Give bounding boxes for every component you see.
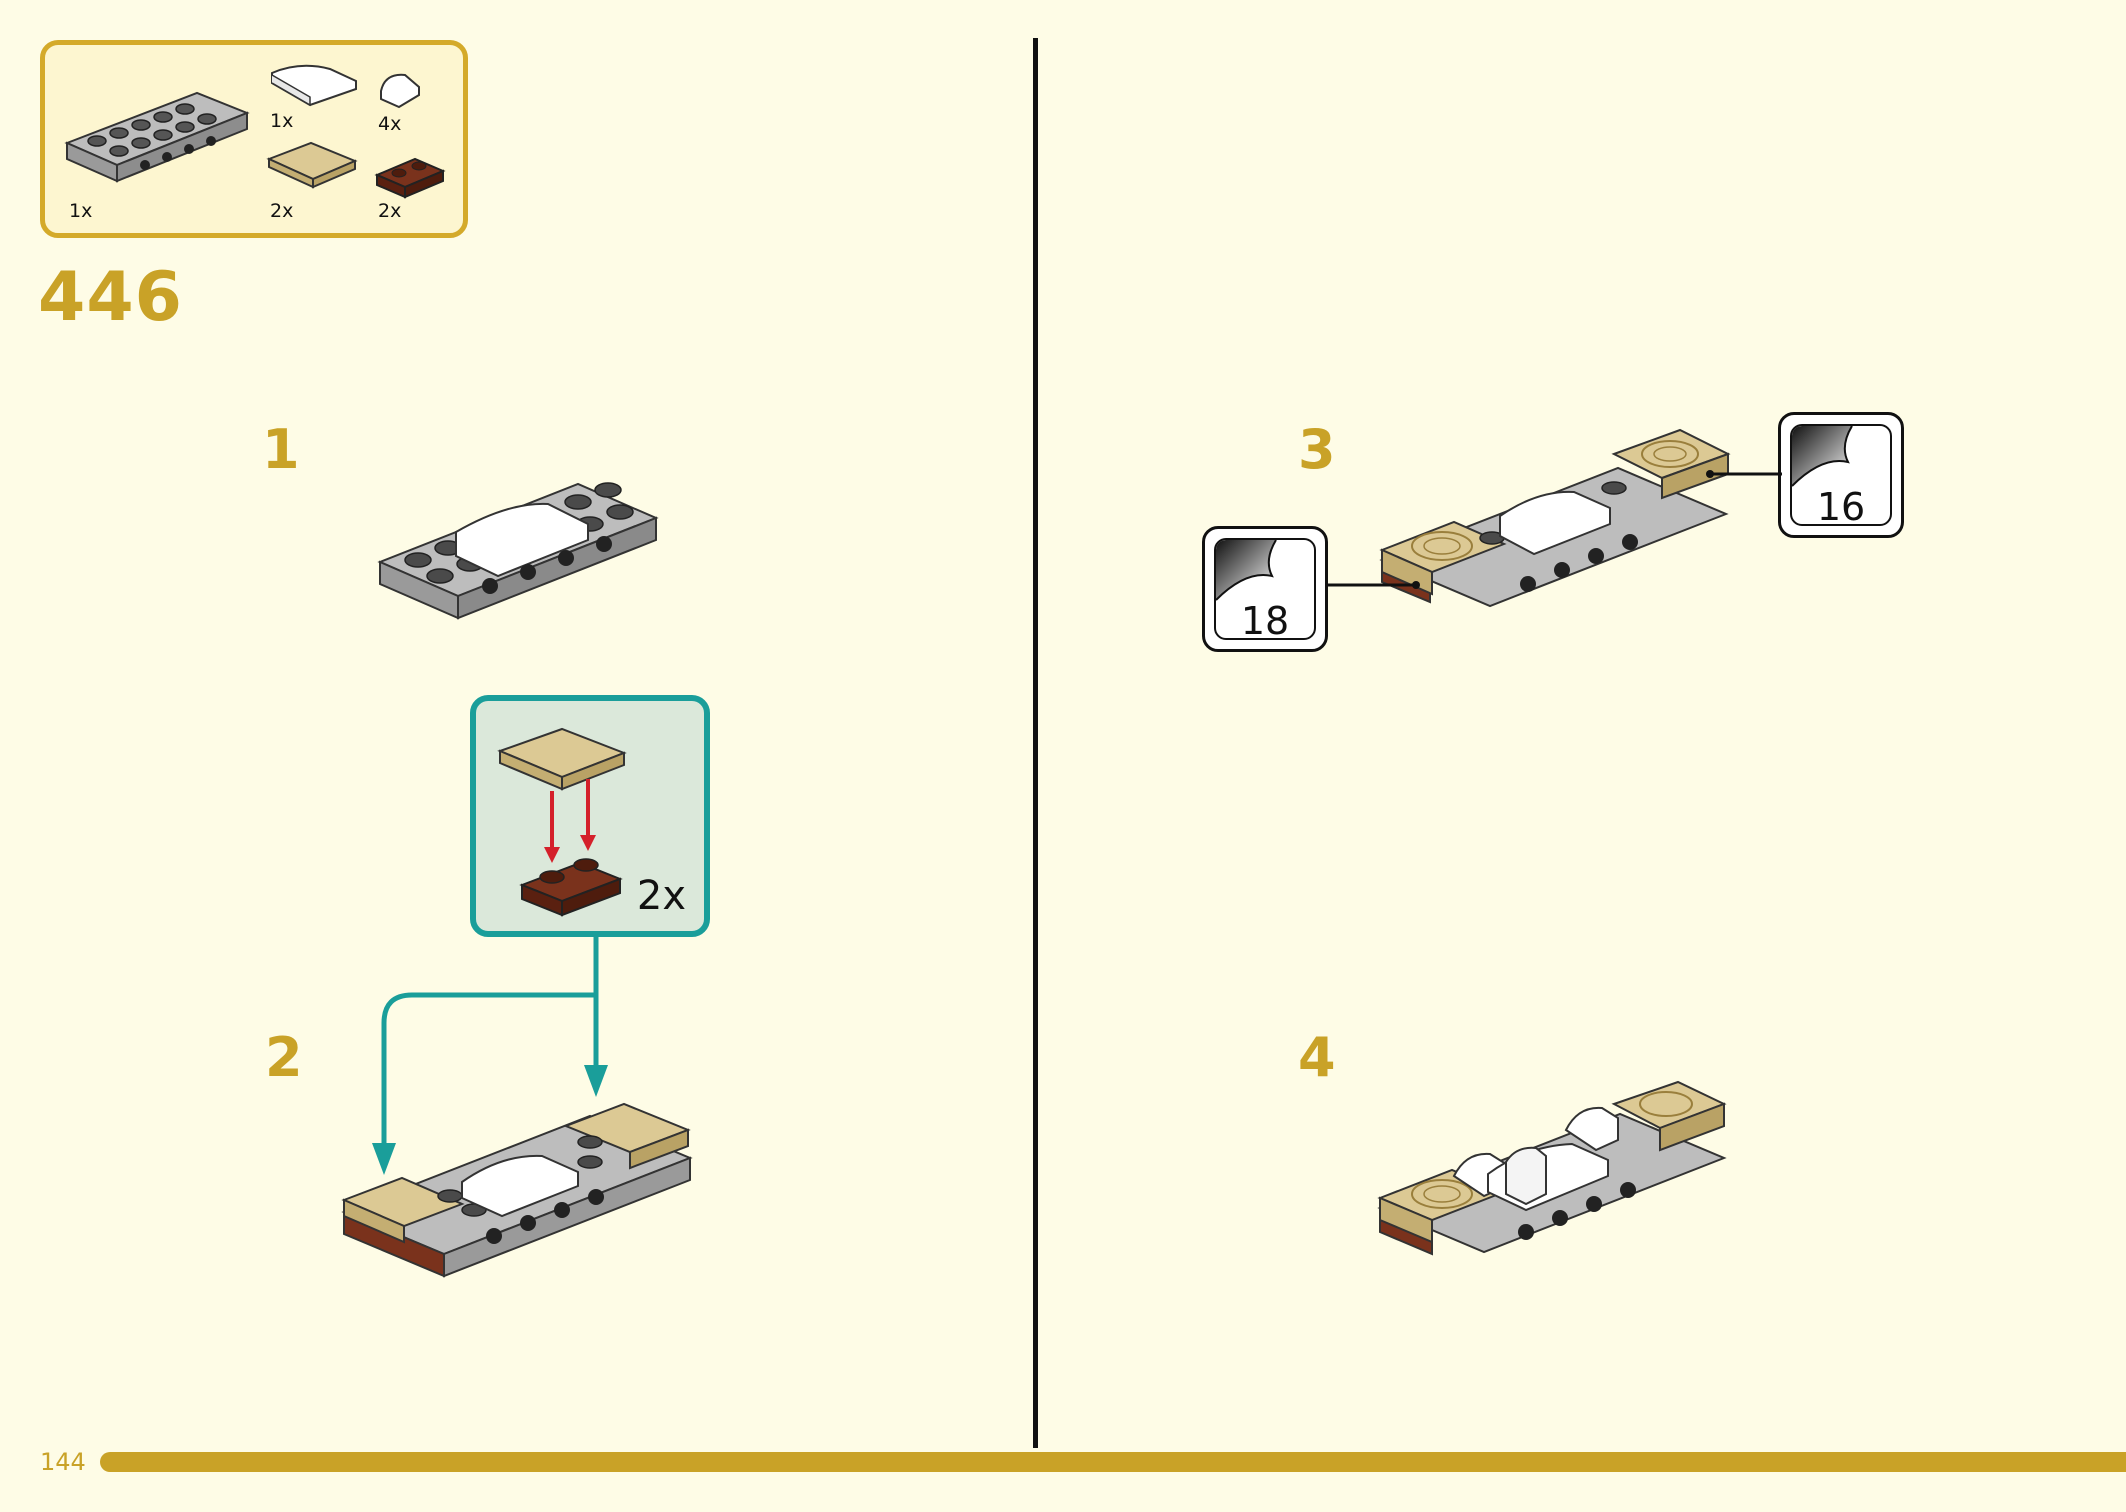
page-number: 144	[40, 1448, 86, 1476]
step-number: 1	[262, 418, 300, 481]
sticker-icon	[1790, 424, 1892, 526]
page-divider	[1033, 38, 1038, 1448]
tan-tile-part-image	[266, 141, 358, 189]
callout-assembly-image	[497, 727, 627, 917]
white-slope-part-image	[271, 64, 357, 107]
white-small-slope-part-image	[380, 73, 420, 109]
part-qty: 4x	[378, 113, 402, 135]
step-2-assembly-image	[341, 1102, 693, 1278]
step-number: 2	[265, 1026, 303, 1089]
step-3-assembly-image	[1379, 428, 1731, 608]
step-1-assembly-image	[377, 482, 659, 620]
progress-bar	[100, 1452, 2126, 1472]
sticker-icon	[1214, 538, 1316, 640]
part-qty: 2x	[378, 200, 402, 222]
step-number: 4	[1298, 1026, 1336, 1089]
sticker-reference-16: 16	[1778, 412, 1904, 538]
sticker-16-leader-line	[1706, 470, 1782, 478]
callout-quantity: 2x	[636, 873, 686, 919]
sticker-number: 18	[1240, 599, 1290, 643]
callout-connector-arrows	[372, 935, 608, 1175]
sticker-18-leader-line	[1326, 581, 1420, 589]
step-4-assembly-image	[1377, 1080, 1727, 1256]
parts-list-box: 1x 1x 4x 2x 2x	[40, 40, 468, 238]
step-number: 3	[1298, 418, 1336, 481]
part-qty: 1x	[69, 200, 93, 222]
sticker-reference-18: 18	[1202, 526, 1328, 652]
brown-plate-part-image	[374, 157, 446, 199]
part-qty: 1x	[270, 110, 294, 132]
sub-assembly-callout: 2x	[470, 695, 710, 937]
part-qty: 2x	[270, 200, 294, 222]
build-number: 446	[38, 258, 183, 337]
gray-plate-part-image	[64, 91, 250, 183]
sticker-number: 16	[1816, 485, 1866, 529]
